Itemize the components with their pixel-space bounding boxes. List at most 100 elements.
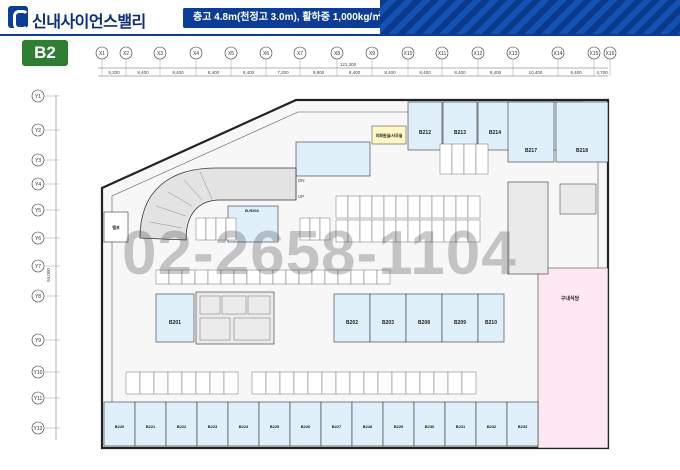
grid-bubble-row: Y9 [31, 333, 60, 347]
parking-stall [376, 269, 391, 285]
unit-label: B218 [576, 148, 588, 154]
grid-bubble-col: X11 [435, 46, 449, 76]
parking-stall [407, 195, 421, 219]
total-width-dim: 121,300 [340, 62, 357, 67]
logo-text: 신내사이언스밸리 [32, 14, 146, 31]
grid-bubble-row: Y1 [31, 89, 60, 103]
parking-stall [225, 217, 237, 241]
parking-stall [383, 195, 397, 219]
grid-bubble-col: X10 [401, 46, 415, 76]
parking-stall [125, 371, 141, 395]
grid-row-label: Y3 [35, 158, 41, 164]
parking-stall [321, 371, 337, 395]
grid-bubble-row: Y8 [31, 289, 60, 303]
dim-label: 8,400 [454, 70, 466, 75]
grid-col-label: X4 [193, 51, 199, 57]
grid-bubble-row: Y11 [31, 391, 60, 405]
parking-stall [181, 371, 197, 395]
parking-bottom [125, 371, 477, 395]
grid-row-label: Y9 [35, 338, 41, 344]
logo-icon [8, 6, 29, 30]
parking-stall [209, 371, 225, 395]
header-rule [0, 34, 680, 36]
unit-top: B214 [477, 101, 513, 151]
unit-mid: B210 [477, 293, 505, 343]
grid-bubble-row: Y6 [31, 231, 60, 245]
unit-label: B203 [382, 320, 394, 326]
grid-col-label: X8 [334, 51, 340, 57]
header: 신내사이언스밸리 층고 4.8m(천정고 3.0m), 활하중 1,000kg/… [0, 0, 680, 34]
unit-bottom: B228 [351, 401, 384, 447]
unit-bottom: B221 [134, 401, 167, 447]
parking-stall [433, 371, 449, 395]
parking-stall [371, 195, 385, 219]
unit-label: B228 [363, 424, 373, 429]
grid-col-label: X2 [123, 51, 129, 57]
parking-stall [153, 371, 169, 395]
unit-mid: B208 [405, 293, 443, 343]
parking-stall [359, 195, 373, 219]
grid-bubble-col: X6 [259, 46, 273, 76]
parking-stall [293, 371, 309, 395]
dim-label: 8,400 [137, 70, 149, 75]
parking-stall [419, 371, 435, 395]
parking-stall [463, 143, 477, 175]
grid-bubble-row: Y7 [31, 259, 60, 273]
grid-bubble-col: X16 [603, 46, 617, 76]
wc-label: B-R203 [245, 208, 260, 213]
unit-bottom: B220 [103, 401, 136, 447]
grid-col-label: X1 [99, 51, 105, 57]
top-room-label: 미화원실/사무실 [376, 132, 403, 138]
grid-bubble-col: X8 [330, 46, 344, 76]
unit-mid: B203 [369, 293, 407, 343]
unit-label: B225 [270, 424, 280, 429]
dim-label: 8,400 [243, 70, 255, 75]
grid-bubble-col: X2 [119, 46, 133, 76]
unit-label: B232 [487, 424, 497, 429]
grid-col-label: X6 [263, 51, 269, 57]
unit-label: B230 [425, 424, 435, 429]
grid-bubble-col: X7 [293, 46, 307, 76]
unit-bottom: B225 [258, 401, 291, 447]
parking-top [195, 143, 489, 243]
grid-col-label: X16 [606, 51, 615, 57]
unit-label: B222 [177, 424, 187, 429]
grid-col-label: X3 [157, 51, 163, 57]
parking-stall [447, 371, 463, 395]
unit-mid: B209 [441, 293, 479, 343]
grid-bubble-row: Y4 [31, 177, 60, 191]
grid-row-label: Y2 [35, 128, 41, 134]
grid-col-label: X5 [228, 51, 234, 57]
parking-stall [467, 219, 481, 243]
dim-label: 7,200 [277, 70, 289, 75]
core-right [507, 181, 549, 275]
unit-label: B231 [456, 424, 466, 429]
parking-stall [349, 371, 365, 395]
unit-top: B212 [407, 101, 443, 151]
grid-row-label: Y10 [34, 370, 43, 376]
grid-col-label: X12 [474, 51, 483, 57]
room-left [103, 211, 129, 243]
parking-stall [251, 371, 267, 395]
unit-mid: B202 [333, 293, 371, 343]
grid-bubble-row: Y10 [31, 365, 60, 379]
unit-label: B224 [239, 424, 249, 429]
parking-stall [265, 371, 281, 395]
grid-row-label: Y1 [35, 94, 41, 100]
parking-stall [419, 195, 433, 219]
unit-label: B214 [489, 130, 501, 136]
unit-bottom: B223 [196, 401, 229, 447]
side-dim: 94,000 [46, 268, 51, 282]
parking-stall [451, 143, 465, 175]
grid-bubble-row: Y5 [31, 203, 60, 217]
parking-stall [475, 143, 489, 175]
unit-label: B202 [346, 320, 358, 326]
parking-stall [443, 195, 457, 219]
ramp-up-label: UP [298, 194, 304, 199]
top-units: B212B213B214B215B216B217B218 [407, 101, 609, 163]
unit-bottom: B233 [506, 401, 539, 447]
unit-label: B223 [208, 424, 218, 429]
